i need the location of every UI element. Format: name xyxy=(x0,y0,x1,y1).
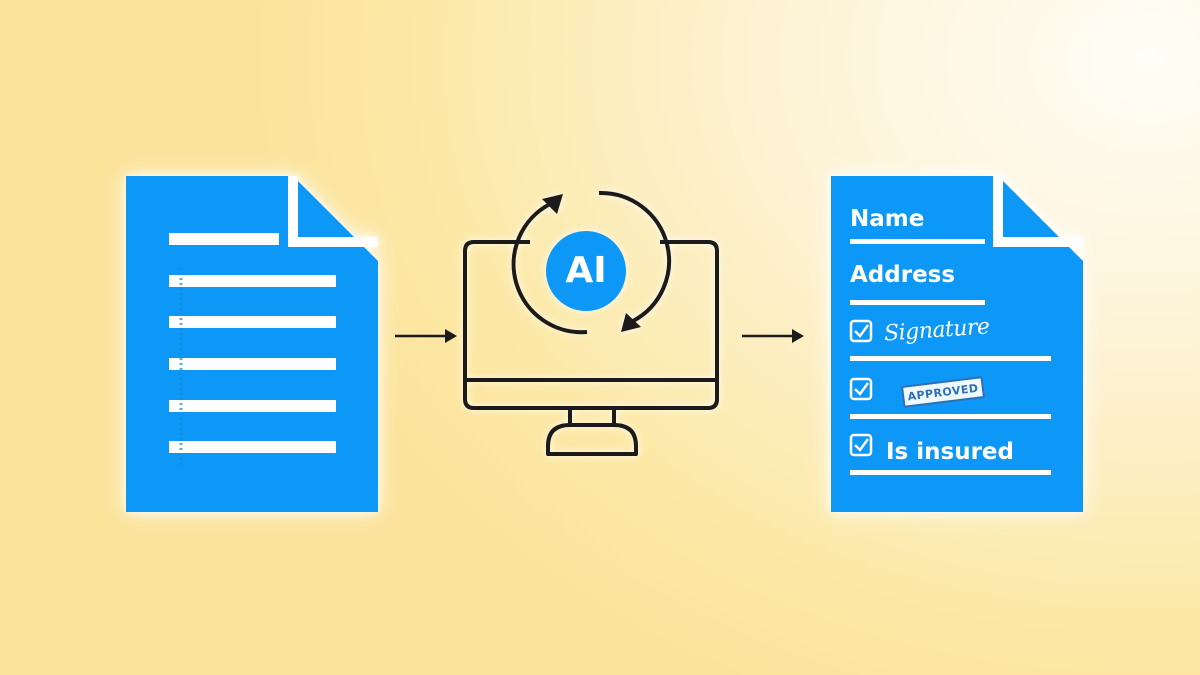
approved-stamp-label: APPROVED xyxy=(906,381,980,403)
address-field-line xyxy=(850,300,985,305)
address-field-label: Address xyxy=(850,262,956,288)
checkbox-checked-icon xyxy=(849,319,873,343)
input-document-line xyxy=(169,441,336,453)
approved-field-line xyxy=(850,414,1051,419)
right-arrow-icon xyxy=(742,329,804,343)
monitor-screen-frame xyxy=(463,240,719,410)
name-field-line xyxy=(850,239,985,244)
input-document-page xyxy=(126,176,378,512)
input-document-icon xyxy=(126,176,378,512)
name-field-label: Name xyxy=(850,206,925,232)
input-document-line xyxy=(169,275,336,287)
input-document-title-line xyxy=(169,233,279,245)
refresh-arrows-icon xyxy=(511,190,672,335)
signature-field-line xyxy=(850,356,1051,361)
right-arrow-icon xyxy=(395,329,457,343)
ai-badge xyxy=(546,231,626,311)
checkbox-checked-icon xyxy=(849,433,873,457)
output-document-fold xyxy=(993,176,1083,247)
insured-field-label: Is insured xyxy=(886,439,1014,465)
monitor-stand xyxy=(546,423,638,456)
form-document-icon xyxy=(831,176,1083,512)
output-document-page xyxy=(831,176,1083,512)
monitor-icon xyxy=(463,190,719,456)
ai-badge-label: AI xyxy=(565,250,607,291)
input-document-line xyxy=(169,358,336,370)
input-document-line xyxy=(169,316,336,328)
monitor-neck xyxy=(568,408,616,425)
checkbox-checked-icon xyxy=(849,377,873,401)
insured-field-line xyxy=(850,470,1051,475)
input-document-line xyxy=(169,400,336,412)
input-document-fold xyxy=(288,176,378,247)
